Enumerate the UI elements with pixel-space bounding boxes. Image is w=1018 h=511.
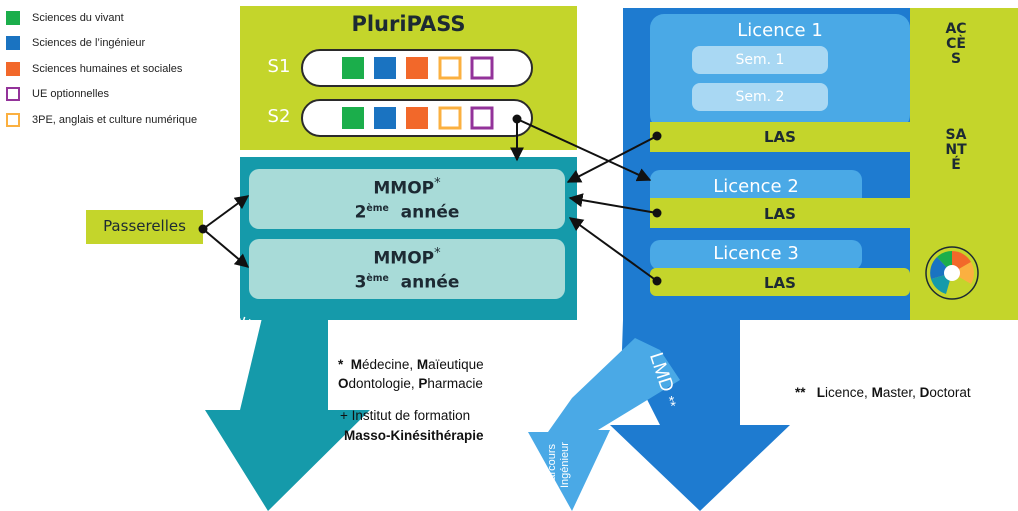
mmop-row1-title: MMOP: [373, 178, 435, 199]
note-m1-rest: édecine,: [362, 357, 417, 372]
mmop-row2: [249, 239, 565, 299]
s1-square-humaines: [406, 57, 428, 79]
licence2-label: Licence 2: [713, 176, 799, 197]
sem2-box: [692, 83, 828, 111]
note-ma-rest: aster,: [882, 385, 920, 400]
s1-square-vivant: [342, 57, 364, 79]
acces-vertical-text: ACCÈS: [945, 21, 967, 67]
note-m2-bold: M: [416, 357, 429, 372]
mmop-row1-text: MMOP* 2ème année: [249, 174, 565, 222]
sem1-box: [692, 46, 828, 74]
mmop-row1-star: *: [434, 176, 441, 191]
parcours-line1: Parcours: [546, 443, 558, 488]
note-lmd-star: **: [795, 385, 806, 400]
note-m2-rest: aïeutique: [428, 357, 484, 372]
parcours-line2: Ingénieur: [559, 442, 571, 488]
note-l-rest: icence,: [825, 385, 872, 400]
note-mmop-line1: * Médecine, Maïeutique: [338, 357, 484, 372]
legend-item-3pe: 3PE, anglais et culture numérique: [6, 110, 197, 130]
note-lmd: ** Licence, Master, Doctorat: [795, 385, 971, 400]
note-o-bold: O: [338, 376, 349, 391]
legend-swatch-blue: [6, 36, 20, 50]
mmop-row1-sup: ème: [366, 202, 389, 214]
s2-square-ue-opt: [470, 106, 494, 130]
las2-label: LAS: [764, 205, 796, 223]
arrow-s2-to-licence2: [516, 118, 652, 182]
s2-square-3pe: [438, 106, 462, 130]
legend-swatch-purple-outline: [6, 87, 20, 101]
legend-label: 3PE, anglais et culture numérique: [32, 114, 198, 126]
licence1-label: Licence 1: [737, 20, 823, 41]
las3-bar: [650, 268, 910, 296]
s1-square-ingenieur: [374, 57, 396, 79]
mmop-row2-sup: ème: [366, 272, 389, 284]
passerelles-label: Passerelles: [103, 217, 186, 235]
note-star: *: [338, 357, 344, 372]
acces-sante-logo: [925, 246, 979, 300]
mmop-row1: [249, 169, 565, 229]
licence3-label: Licence 3: [713, 243, 799, 264]
mmop-row2-suffix: année: [400, 272, 460, 293]
legend-label: Sciences de l’ingénieur: [32, 37, 146, 49]
s1-square-3pe: [438, 56, 462, 80]
note-mmop-line2: Odontologie, Pharmacie: [338, 376, 483, 391]
mmop-row2-star: *: [434, 246, 441, 261]
arrow-las1-to-mmop: [566, 135, 658, 183]
mmop-row1-suffix: année: [400, 202, 460, 223]
legend-swatch-green: [6, 11, 20, 25]
parcours-arrow-label: Parcours Ingénieur: [546, 442, 572, 488]
las2-bar: [650, 198, 910, 228]
parcours-ingenieur-arrow: [528, 338, 680, 511]
note-masso: Masso-Kinésithérapie: [344, 428, 484, 443]
arrow-passerelles-to-row2: [202, 228, 250, 268]
las3-label: LAS: [764, 274, 796, 292]
sante-arrow: [205, 318, 370, 511]
note-d-bold: D: [919, 385, 930, 400]
mmop-row1-num: 2: [354, 202, 367, 223]
licence3-box: [650, 240, 862, 270]
s2-label: S2: [267, 106, 291, 127]
legend-label: Sciences humaines et sociales: [32, 63, 183, 75]
legend-item-ue-opt: UE optionnelles: [6, 84, 109, 104]
las1-bar: [650, 122, 910, 152]
note-d-rest: octorat: [929, 385, 971, 400]
sem2-label: Sem. 2: [735, 89, 785, 105]
s2-square-vivant: [342, 107, 364, 129]
mmop-row2-text: MMOP* 3ème année: [249, 244, 565, 292]
s1-label: S1: [267, 56, 291, 77]
note-p-bold: P: [418, 376, 428, 391]
mmop-row2-num: 3: [354, 272, 367, 293]
las1-label: LAS: [764, 128, 796, 146]
legend-item-vivant: Sciences du vivant: [6, 8, 124, 28]
note-institut: + Institut de formation: [340, 408, 471, 423]
note-l-bold: L: [816, 385, 826, 400]
legend-swatch-yellow-outline: [6, 113, 20, 127]
arrow-passerelles-to-row1: [202, 195, 250, 230]
sante-vertical-text: SANTÉ: [945, 127, 967, 173]
note-m1-bold: M: [350, 357, 363, 372]
arrow-las3-to-mmop: [568, 217, 658, 282]
legend-swatch-orange: [6, 62, 20, 76]
passerelles-box: [86, 210, 203, 244]
legend-item-humaines: Sciences humaines et sociales: [6, 59, 182, 79]
note-ma-bold: M: [871, 385, 883, 400]
s1-square-ue-opt: [470, 56, 494, 80]
note-p-rest: harmacie: [427, 376, 483, 391]
s2-square-humaines: [406, 107, 428, 129]
mmop-row2-title: MMOP: [373, 248, 435, 269]
legend-item-ingenieur: Sciences de l’ingénieur: [6, 33, 145, 53]
legend-label: Sciences du vivant: [32, 12, 124, 24]
sem1-label: Sem. 1: [735, 52, 785, 68]
s2-square-ingenieur: [374, 107, 396, 129]
note-o-rest: dontologie,: [348, 376, 419, 391]
legend-label: UE optionnelles: [32, 88, 110, 100]
pluripass-title: PluriPASS: [351, 12, 466, 36]
arrow-las2-to-mmop: [568, 193, 658, 214]
